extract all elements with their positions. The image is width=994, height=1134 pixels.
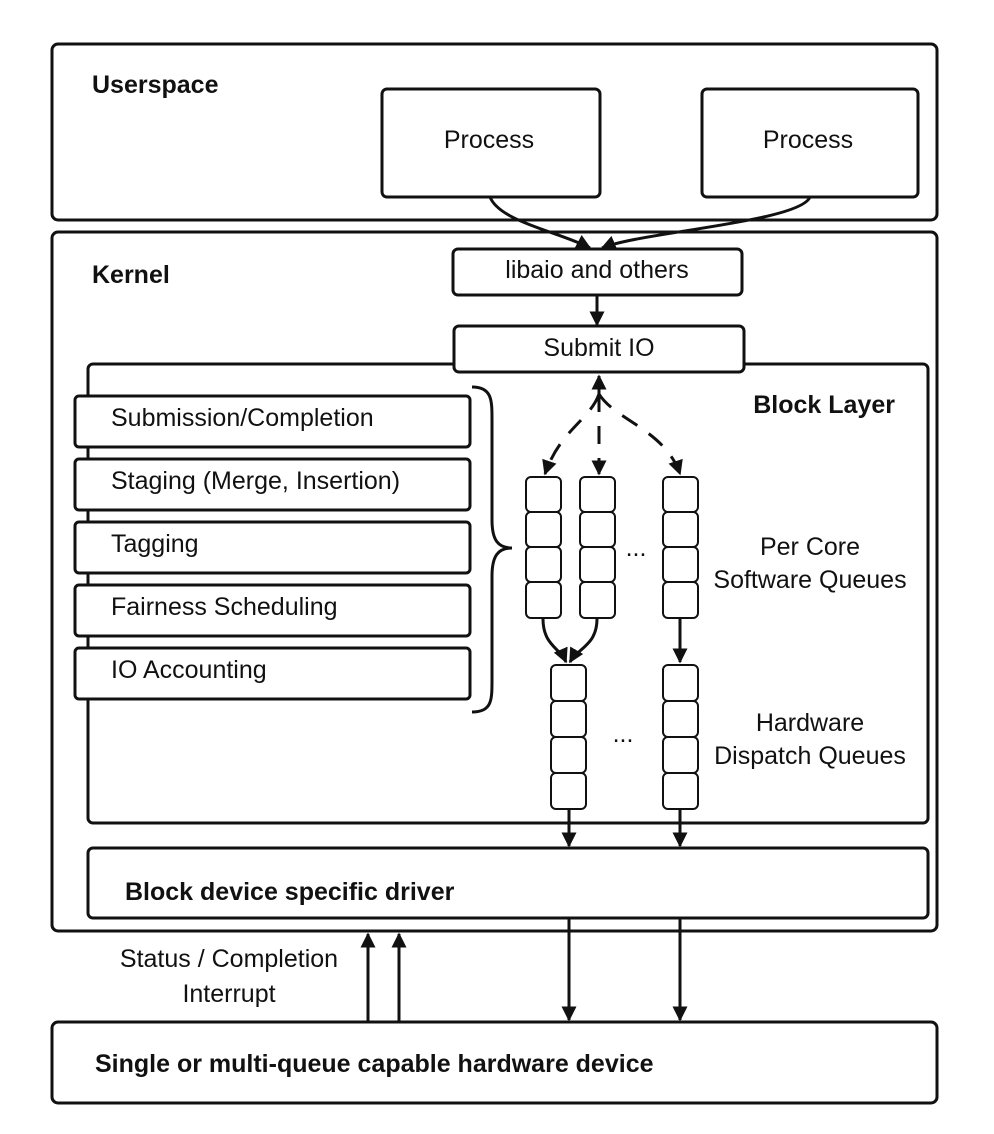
function-label: Staging (Merge, Insertion) <box>111 467 400 495</box>
function-box <box>73 646 472 701</box>
queue-slot <box>662 700 699 738</box>
userspace-section: Userspace Process Process <box>50 42 939 222</box>
queue-slot <box>662 511 699 548</box>
dashed-arrow-to-sw-queue-n <box>597 393 683 476</box>
queue-slot <box>525 546 562 583</box>
arrow-process-right-to-libaio <box>600 196 812 250</box>
function-label: IO Accounting <box>111 656 267 684</box>
software-queue-1 <box>525 476 562 619</box>
queue-slot <box>525 476 562 513</box>
queue-slot <box>579 546 616 583</box>
queue-slot <box>550 736 587 774</box>
libaio-box <box>451 247 744 297</box>
queue-slot <box>662 546 699 583</box>
queue-slot <box>550 700 587 738</box>
software-queue-2 <box>579 476 616 619</box>
hardware-device-box <box>50 1020 939 1105</box>
submit-io-label: Submit IO <box>543 334 654 362</box>
queue-slot <box>550 664 587 702</box>
arrow-sw1-to-hw1 <box>541 618 568 664</box>
queue-slot <box>525 511 562 548</box>
software-queues-label-line2: Software Queues <box>713 566 906 594</box>
status-label-line2: Interrupt <box>182 980 275 1008</box>
kernel-label: Kernel <box>92 261 170 289</box>
function-label: Fairness Scheduling <box>111 593 338 621</box>
grouping-brace <box>471 385 513 714</box>
software-queues-label-line1: Per Core <box>760 533 860 561</box>
software-queues-ellipsis: ... <box>626 534 647 562</box>
queue-slot <box>579 581 616 619</box>
block-layer-functions: Submission/Completion Staging (Merge, In… <box>73 394 472 701</box>
driver-label: Block device specific driver <box>125 878 455 906</box>
function-box <box>73 520 472 575</box>
hardware-device-label: Single or multi-queue capable hardware d… <box>95 1050 654 1078</box>
hardware-queues-label-line2: Dispatch Queues <box>714 742 906 770</box>
hardware-queues-label-line1: Hardware <box>756 709 864 737</box>
userspace-label: Userspace <box>92 71 219 99</box>
queue-slot <box>525 581 562 619</box>
queue-slot <box>662 476 699 513</box>
arrow-sw2-to-hw1 <box>568 618 599 664</box>
function-box <box>73 394 472 449</box>
hardware-queues-ellipsis: ... <box>613 720 634 748</box>
function-box <box>73 457 472 512</box>
function-label: Tagging <box>111 530 199 558</box>
libaio-label: libaio and others <box>505 256 688 284</box>
arrow-process-left-to-libaio <box>488 196 592 250</box>
queue-slot <box>662 664 699 702</box>
status-label-line1: Status / Completion <box>120 945 338 973</box>
driver-box <box>86 846 930 920</box>
queue-slot <box>662 736 699 774</box>
queue-slot <box>662 581 699 619</box>
queue-slot <box>550 772 587 810</box>
queue-slot <box>579 511 616 548</box>
block-layer-label: Block Layer <box>753 391 895 419</box>
hardware-queue-n <box>662 664 699 810</box>
queue-slot <box>662 772 699 810</box>
function-box <box>73 583 472 638</box>
queue-slot <box>579 476 616 513</box>
function-label: Submission/Completion <box>111 404 374 432</box>
dashed-arrow-to-sw-queue-1 <box>542 393 601 476</box>
hardware-queue-1 <box>550 664 587 810</box>
software-queue-n <box>662 476 699 619</box>
process-left-label: Process <box>444 126 534 154</box>
process-right-label: Process <box>763 126 853 154</box>
